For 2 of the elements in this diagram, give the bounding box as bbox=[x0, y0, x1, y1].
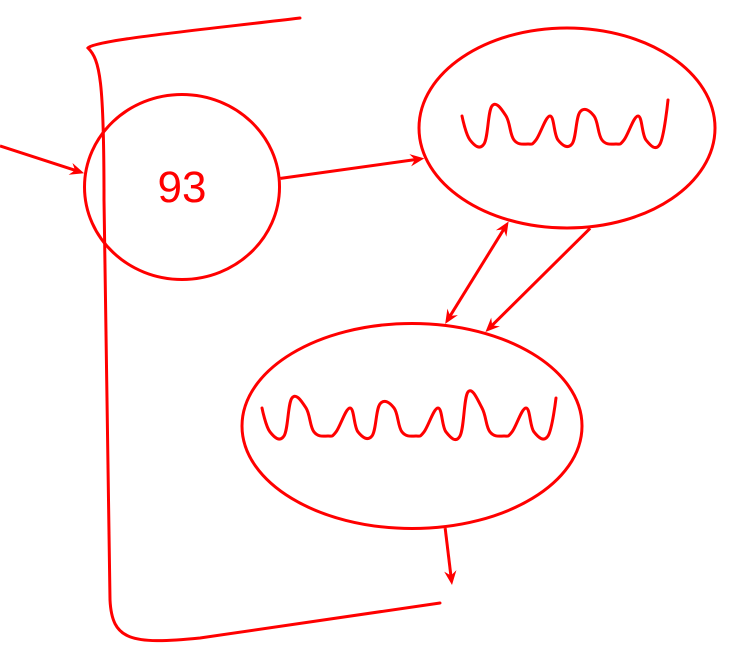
ellipse-shape bbox=[418, 26, 716, 230]
ellipse-shape bbox=[240, 322, 584, 530]
